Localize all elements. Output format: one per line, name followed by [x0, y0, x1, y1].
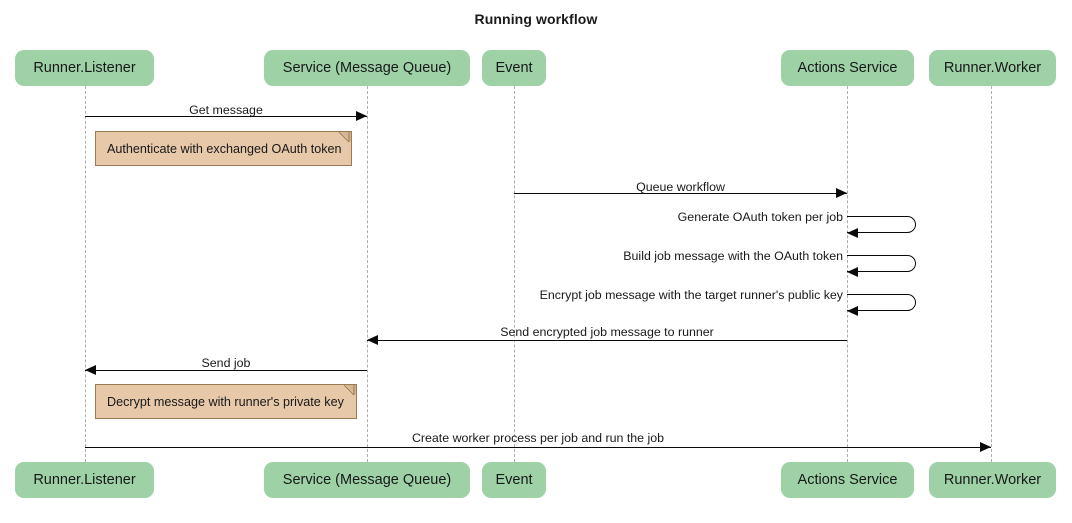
message-label-create-worker-process-per-job-and-run-the-job: Create worker process per job and run th…: [411, 431, 665, 445]
message-label-generate-oauth-token-per-job: Generate OAuth token per job: [677, 210, 843, 224]
arrowhead-left-build-job-message-with-the-oauth-token: [847, 266, 858, 277]
message-label-encrypt-job-message-with-the-target-runners-public-key: Encrypt job message with the target runn…: [539, 288, 843, 302]
note-label: Authenticate with exchanged OAuth token: [107, 141, 342, 156]
participant-label: Runner.Listener: [33, 472, 136, 488]
selfloop-encrypt-job-message-with-the-target-runners-public-key: [847, 294, 916, 311]
note-fold-icon: [346, 385, 356, 395]
note-fold-icon: [341, 132, 351, 142]
participant-label: Event: [495, 60, 533, 76]
note-authenticate-with-exchanged-oauth-token: Authenticate with exchanged OAuth token: [95, 131, 352, 166]
participant-header-event[interactable]: Event: [482, 50, 546, 86]
lifeline-runner-worker: [991, 86, 992, 462]
participant-label: Runner.Listener: [33, 60, 136, 76]
arrowhead-left-generate-oauth-token-per-job: [847, 227, 858, 238]
note-label: Decrypt message with runner's private ke…: [107, 394, 344, 409]
message-line-queue-workflow: [514, 193, 847, 194]
arrowhead-left-send-encrypted-job-message-to-runner: [367, 334, 378, 345]
participant-footer-actions-service[interactable]: Actions Service: [781, 462, 914, 498]
selfloop-generate-oauth-token-per-job: [847, 216, 916, 233]
message-line-get-message: [85, 116, 367, 117]
message-label-get-message: Get message: [189, 103, 263, 117]
participant-label: Service (Message Queue): [282, 472, 452, 488]
lifeline-event: [514, 86, 515, 462]
participant-header-service-message-queue[interactable]: Service (Message Queue): [264, 50, 470, 86]
selfloop-build-job-message-with-the-oauth-token: [847, 255, 916, 272]
message-line-send-job: [85, 370, 367, 371]
message-label-queue-workflow: Queue workflow: [636, 180, 725, 194]
participant-label: Event: [495, 472, 533, 488]
lifeline-service-message-queue: [367, 86, 368, 462]
arrowhead-right-get-message: [356, 110, 367, 121]
message-line-create-worker-process-per-job-and-run-the-job: [85, 447, 991, 448]
participant-footer-runner-listener[interactable]: Runner.Listener: [15, 462, 154, 498]
participant-header-actions-service[interactable]: Actions Service: [781, 50, 914, 86]
lifeline-runner-listener: [85, 86, 86, 462]
arrowhead-left-send-job: [85, 364, 96, 375]
arrowhead-right-queue-workflow: [836, 187, 847, 198]
participant-label: Actions Service: [797, 60, 898, 76]
note-decrypt-message-with-runners-private-key: Decrypt message with runner's private ke…: [95, 384, 357, 419]
participant-label: Runner.Worker: [943, 472, 1042, 488]
message-label-build-job-message-with-the-oauth-token: Build job message with the OAuth token: [623, 249, 843, 263]
participant-footer-runner-worker[interactable]: Runner.Worker: [929, 462, 1056, 498]
message-label-send-encrypted-job-message-to-runner: Send encrypted job message to runner: [500, 325, 714, 339]
arrowhead-right-create-worker-process-per-job-and-run-the-job: [980, 441, 991, 452]
participant-footer-service-message-queue[interactable]: Service (Message Queue): [264, 462, 470, 498]
participant-footer-event[interactable]: Event: [482, 462, 546, 498]
participant-label: Service (Message Queue): [282, 60, 452, 76]
arrowhead-left-encrypt-job-message-with-the-target-runners-public-key: [847, 305, 858, 316]
message-label-send-job: Send job: [201, 356, 251, 370]
participant-label: Actions Service: [797, 472, 898, 488]
diagram-title: Running workflow: [474, 11, 598, 27]
message-line-send-encrypted-job-message-to-runner: [367, 340, 847, 341]
participant-header-runner-worker[interactable]: Runner.Worker: [929, 50, 1056, 86]
participant-header-runner-listener[interactable]: Runner.Listener: [15, 50, 154, 86]
participant-label: Runner.Worker: [943, 60, 1042, 76]
